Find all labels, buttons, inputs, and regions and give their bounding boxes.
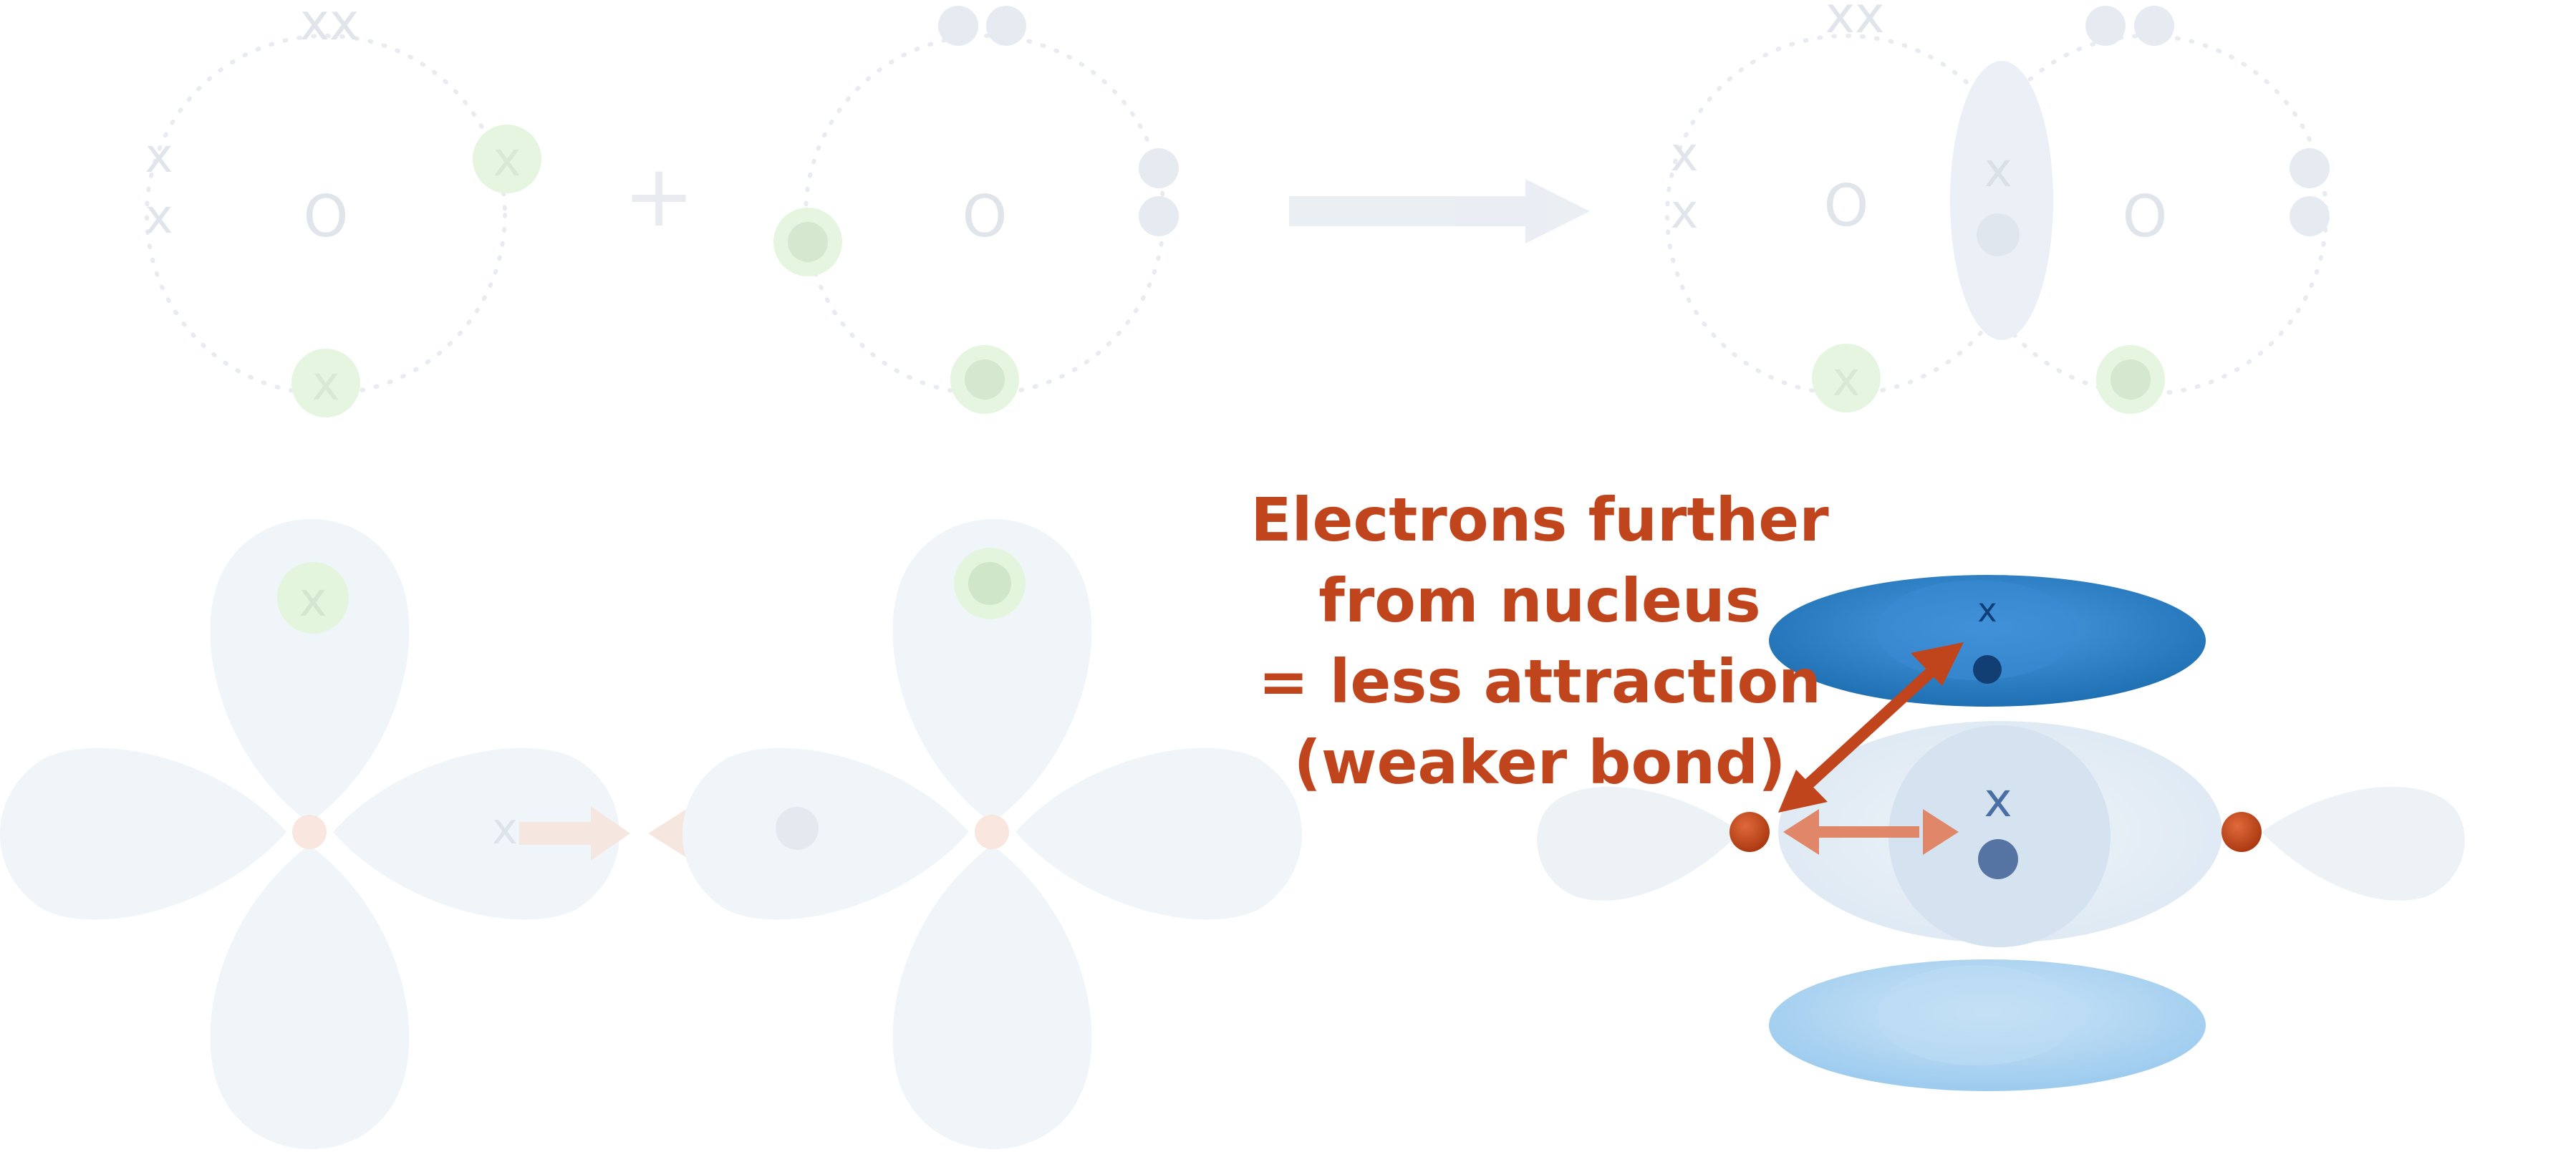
green-highlight [473, 125, 541, 193]
electron-dot [2290, 148, 2330, 188]
pi-electron-dot [1973, 655, 2002, 684]
nucleus [292, 815, 327, 849]
orbital-label-top-x: x [299, 572, 327, 627]
reaction-arrow [1289, 179, 1590, 243]
orbital-lobe-left [0, 747, 286, 920]
electron-dot [788, 222, 828, 262]
sigma-electron-cloud [1888, 725, 2111, 947]
orbital-lobe-right [1016, 747, 1302, 920]
product-right-symbol: O [2123, 183, 2168, 250]
atom1-symbol: O [304, 183, 349, 250]
green-highlight [277, 562, 349, 634]
orbital-lobe-top [892, 519, 1092, 823]
electron-dot [965, 359, 1005, 400]
orbital-lobe-right [333, 747, 619, 920]
atom1-single-bottom: x [312, 356, 339, 411]
plus-sign: + [623, 147, 695, 246]
electron-dot [1977, 213, 2020, 256]
product-left-symbol: O [1824, 173, 1869, 239]
electron-dot [938, 6, 978, 46]
orbital-lobe-top [210, 519, 410, 823]
atom1-pair-top: xx [300, 0, 360, 52]
orbital-label-left-x: x [492, 804, 518, 854]
atom1-single-right: x [493, 132, 521, 187]
electron-dot [2111, 359, 2151, 400]
annotation-line-4: (weaker bond) [1293, 727, 1785, 798]
pi-bond-bottom-highlight [1876, 965, 2077, 1065]
electron-dot [2290, 196, 2330, 236]
orbital-lobe-bottom [210, 845, 410, 1149]
sigma-electron-label: x [1984, 773, 2012, 828]
electron-dot [986, 6, 1026, 46]
bond-region [1950, 61, 2053, 340]
sigma-distance-arrow [1783, 809, 1959, 855]
nucleus-left [1730, 812, 1770, 852]
product-bond-mark: x [1984, 142, 2012, 198]
green-highlight [1812, 344, 1881, 412]
p-orbitals-left-atom: x x [0, 519, 619, 1149]
electron-dot [776, 807, 819, 850]
top-row-lewis: O xx x x x x + O O O xx x [145, 0, 2330, 417]
pi-electron-label: x [1977, 591, 1997, 629]
pi-distance-arrow [1778, 642, 1964, 813]
product-pair-top: xx [1825, 0, 1885, 44]
sigma-back-lobe-right [2262, 786, 2465, 901]
orbital-lobe-bottom [892, 845, 1092, 1149]
annotation-line-3: = less attraction [1258, 647, 1821, 717]
orbital-lobe-left [682, 747, 969, 920]
product-molecule: O O xx x x x x [1665, 0, 2330, 414]
bonded-molecule-orbitals: x x [1537, 575, 2465, 1091]
atom1-pair-left-2: x [145, 189, 173, 244]
product-single-bottom: x [1832, 352, 1860, 407]
electron-dot [1139, 148, 1179, 188]
annotation-line-1: Electrons further [1250, 485, 1829, 555]
electron-dot [968, 562, 1011, 605]
sigma-electron-dot [1978, 839, 2018, 879]
nucleus [975, 815, 1009, 849]
atom1-shell [145, 34, 507, 396]
p-orbitals-right-atom [682, 519, 1302, 1149]
electron-dot [2085, 6, 2126, 46]
green-highlight [291, 349, 360, 417]
product-pair-left-2: x [1670, 184, 1698, 239]
nucleus-right [2222, 812, 2262, 852]
sigma-back-lobe-left [1537, 786, 1740, 901]
product-pair-left-1: x [1670, 127, 1698, 182]
atom1-pair-left-1: x [145, 128, 173, 183]
annotation-line-2: from nucleus [1318, 566, 1760, 636]
electron-dot [1139, 196, 1179, 236]
electron-dot [2134, 6, 2174, 46]
annotation-text: Electrons further from nucleus = less at… [1250, 485, 1829, 798]
atom2-symbol: O [963, 183, 1008, 250]
